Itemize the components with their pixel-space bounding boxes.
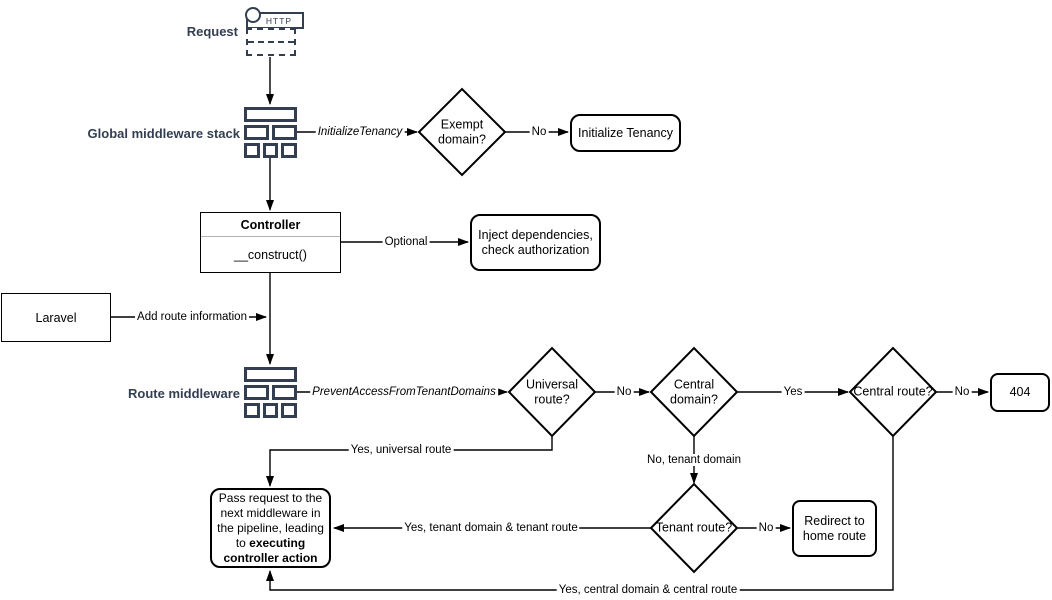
route-middleware-label: Route middleware	[128, 386, 240, 401]
redirect-home-box: Redirect to home route	[792, 500, 877, 557]
stack-cell	[244, 385, 269, 400]
initialize-tenancy-text: Initialize Tenancy	[578, 125, 673, 140]
stack-cell	[272, 125, 297, 140]
http-body-dashed-box	[246, 28, 296, 56]
laravel-box: Laravel	[1, 293, 111, 342]
edge-label-exempt-no: No	[529, 126, 549, 138]
stack-cell	[281, 143, 298, 158]
stack-cell	[262, 143, 279, 158]
stack-row	[244, 143, 298, 158]
central-domain-label: Central domain?	[670, 377, 718, 406]
edge-label-optional: Optional	[382, 236, 430, 248]
edge-label-central-domain-yes: Yes	[781, 386, 805, 398]
inject-dependencies-box: Inject dependencies, check authorization	[470, 214, 601, 271]
stack-cell	[244, 125, 269, 140]
global-middleware-stack-icon	[244, 107, 298, 158]
edge-label-central-route-no: No	[952, 386, 972, 398]
edge-label-universal-no: No	[614, 386, 634, 398]
stack-cell	[244, 107, 297, 122]
controller-box: Controller __construct()	[200, 212, 341, 273]
stack-cell	[244, 143, 260, 158]
stack-cell	[272, 385, 297, 400]
pass-request-text-bold: executing controller action	[223, 535, 318, 565]
404-text: 404	[1009, 385, 1031, 399]
stack-cell	[262, 403, 279, 418]
pass-request-text-normal: Pass request to the next middleware in t…	[217, 490, 324, 550]
central-route-label: Central route?	[853, 384, 933, 399]
http-circle-icon	[245, 7, 261, 23]
stack-row	[244, 367, 297, 382]
edge-label-prevent-access: PreventAccessFromTenantDomains	[310, 386, 498, 398]
request-label: Request	[186, 24, 238, 39]
edge-label-universal-yes: Yes, universal route	[348, 444, 454, 456]
redirect-home-text: Redirect to home route	[802, 513, 867, 543]
pass-request-text: Pass request to the next middleware in t…	[215, 491, 326, 566]
stack-row	[244, 385, 297, 400]
edge-label-no-tenant-domain: No, tenant domain	[645, 454, 743, 466]
controller-method: __construct()	[234, 247, 307, 262]
central-route-diamond	[848, 346, 938, 438]
central-domain-diamond	[649, 346, 739, 438]
http-label: HTTP	[265, 15, 293, 26]
stack-row	[244, 403, 298, 418]
edge-label-add-route-information: Add route information	[135, 311, 249, 323]
global-middleware-stack-label: Global middleware stack	[87, 126, 240, 141]
edge-label-tenant-no: No	[756, 522, 776, 534]
edge-label-central-route-yes: Yes, central domain & central route	[556, 584, 740, 596]
laravel-text: Laravel	[35, 310, 77, 325]
edge-label-initialize-tenancy: InitializeTenancy	[315, 126, 405, 138]
inject-dependencies-text: Inject dependencies, check authorization	[478, 227, 593, 257]
initialize-tenancy-box: Initialize Tenancy	[570, 114, 681, 152]
universal-route-label: Universal route?	[525, 377, 579, 406]
exempt-domain-diamond	[417, 87, 507, 177]
route-middleware-icon	[244, 367, 298, 418]
stack-cell	[244, 367, 297, 382]
stack-cell	[281, 403, 298, 418]
exempt-domain-label: Exempt domain?	[438, 117, 486, 146]
http-request-icon: HTTP	[245, 7, 304, 57]
pass-request-box: Pass request to the next middleware in t…	[210, 488, 331, 568]
http-body-dashed-line	[248, 40, 294, 43]
tenant-route-diamond	[649, 482, 739, 574]
stack-row	[244, 107, 297, 122]
edge-label-tenant-yes: Yes, tenant domain & tenant route	[402, 522, 580, 534]
stack-row	[244, 125, 297, 140]
tenant-route-label: Tenant route?	[655, 520, 733, 535]
controller-title: Controller	[201, 213, 340, 237]
stack-cell	[244, 403, 260, 418]
404-box: 404	[990, 373, 1050, 412]
universal-route-diamond	[507, 346, 597, 438]
